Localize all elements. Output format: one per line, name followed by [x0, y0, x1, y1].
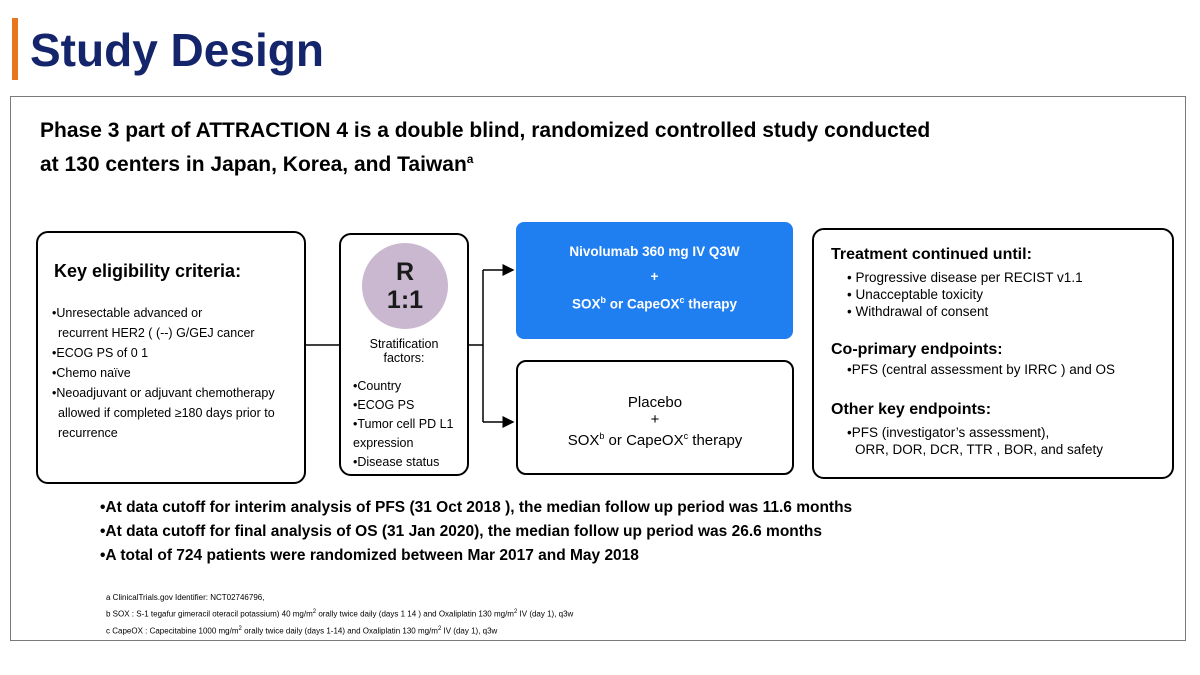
capeox-label: or CapeOX: [605, 296, 680, 312]
placebo-arm-therapy: SOXb or CapeOXc therapy: [518, 428, 792, 449]
placebo-arm-box: Placebo + SOXb or CapeOXc therapy: [516, 360, 794, 475]
eligibility-item: •Unresectable advanced or: [52, 306, 203, 320]
stratification-title-line-2: factors:: [383, 351, 425, 365]
footnotes: a ClinicalTrials.gov Identifier: NCT0274…: [106, 590, 573, 638]
capeox-footnote-mark: c: [679, 295, 685, 305]
coprimary-endpoint-item: •PFS (central assessment by IRRC ) and O…: [847, 362, 1116, 377]
coprimary-endpoints-heading: Co-primary endpoints:: [831, 341, 1003, 358]
eligibility-item: •Neoadjuvant or adjuvant chemotherapy: [52, 386, 275, 400]
footnote-b-text: b SOX : S-1 tegafur gimeracil oteracil p…: [106, 609, 313, 619]
other-endpoint-item: ORR, DOR, DCR, TTR , BOR, and safety: [855, 442, 1104, 457]
treatment-item: • Withdrawal of consent: [847, 304, 989, 319]
therapy-label: therapy: [684, 296, 738, 312]
eligibility-item: recurrence: [58, 426, 118, 440]
treatment-continued-heading: Treatment continued until:: [831, 246, 1032, 263]
footnote-c-text: orally twice daily (days 1-14) and Oxali…: [241, 626, 438, 636]
stratification-title-line-1: Stratification: [369, 337, 439, 351]
eligibility-item: •Chemo naïve: [52, 366, 131, 380]
nivolumab-arm-line: Nivolumab 360 mg IV Q3W: [569, 244, 740, 259]
footnote-c-text: c CapeOX : Capecitabine 1000 mg/m: [106, 626, 239, 636]
stratification-factor: •Tumor cell PD L1: [353, 417, 454, 431]
subtitle-line-2-text: at 130 centers in Japan, Korea, and Taiw…: [40, 153, 467, 176]
stratification-factor: •ECOG PS: [353, 398, 415, 412]
eligibility-item: allowed if completed ≥180 days prior to: [58, 406, 275, 420]
footnote-squared: 2: [513, 609, 518, 615]
outcomes-box: Treatment continued until: • Progressive…: [812, 228, 1174, 479]
stratification-factor: expression: [353, 436, 414, 450]
footnote-c-text: IV (day 1), q3w: [441, 626, 498, 636]
footnote-a: a ClinicalTrials.gov Identifier: NCT0274…: [106, 593, 265, 602]
capeox-footnote-mark: c: [683, 431, 689, 441]
stratification-factors: •Country •ECOG PS •Tumor cell PD L1 expr…: [353, 377, 453, 472]
study-note: •At data cutoff for interim analysis of …: [100, 499, 853, 516]
nivolumab-arm-box: Nivolumab 360 mg IV Q3W + SOXb or CapeOX…: [516, 222, 793, 339]
treatment-item: • Progressive disease per RECIST v1.1: [847, 270, 1083, 285]
title-accent-bar: [12, 18, 18, 80]
placebo-arm-plus: +: [650, 411, 660, 428]
eligibility-item: recurrent HER2 ( (--) G/GEJ cancer: [58, 326, 255, 340]
therapy-label: therapy: [688, 432, 743, 449]
stratification-factor: •Disease status: [353, 455, 440, 469]
eligibility-item: •ECOG PS of 0 1: [52, 346, 149, 360]
eligibility-list: •Unresectable advanced or recurrent HER2…: [52, 303, 275, 443]
randomization-r: R: [395, 258, 415, 286]
content-frame: [10, 96, 1186, 641]
study-note: •At data cutoff for final analysis of OS…: [100, 523, 823, 540]
footnote-squared: 2: [437, 625, 442, 632]
stratification-factor: •Country: [353, 379, 402, 393]
study-notes: •At data cutoff for interim analysis of …: [100, 496, 852, 568]
randomization-box: R 1:1 Stratification factors: •Country •…: [339, 233, 469, 476]
subtitle-line-2: at 130 centers in Japan, Korea, and Taiw…: [40, 145, 1160, 179]
subtitle-line-1: Phase 3 part of ATTRACTION 4 is a double…: [40, 119, 931, 142]
randomization-circle: R 1:1: [362, 243, 448, 329]
sox-label: SOX: [567, 432, 600, 449]
sox-label: SOX: [571, 296, 601, 312]
footnote-b: b SOX : S-1 tegafur gimeracil oteracil p…: [106, 605, 573, 622]
randomization-ratio: 1:1: [386, 286, 424, 314]
page-title: Study Design: [30, 24, 324, 76]
sox-footnote-mark: b: [599, 431, 605, 441]
footnote-b-text: IV (day 1), q3w: [517, 609, 574, 619]
placebo-arm-content: Placebo + SOXb or CapeOXc therapy: [518, 394, 792, 449]
study-subtitle: Phase 3 part of ATTRACTION 4 is a double…: [40, 116, 1160, 179]
treatment-item: • Unacceptable toxicity: [847, 287, 984, 302]
footnote-b-text: orally twice daily (days 1 14 ) and Oxal…: [316, 609, 514, 619]
footnote-squared: 2: [312, 609, 317, 615]
footnote-c: c CapeOX : Capecitabine 1000 mg/m2 orall…: [106, 622, 573, 639]
nivolumab-arm-plus: +: [650, 269, 659, 284]
subtitle-footnote-mark: a: [466, 152, 474, 166]
other-endpoints-heading: Other key endpoints:: [831, 401, 992, 418]
capeox-label: or CapeOX: [604, 432, 684, 449]
footnote-squared: 2: [238, 625, 242, 632]
other-endpoint-item: •PFS (investigator’s assessment),: [847, 425, 1050, 440]
eligibility-heading: Key eligibility criteria:: [54, 261, 242, 281]
study-note: •A total of 724 patients were randomized…: [100, 547, 639, 564]
placebo-label: Placebo: [627, 394, 683, 411]
sox-footnote-mark: b: [600, 295, 606, 305]
stratification-title: Stratification factors:: [341, 337, 467, 365]
nivolumab-arm-therapy: SOXb or CapeOXc therapy: [516, 295, 793, 312]
eligibility-box: Key eligibility criteria: •Unresectable …: [36, 231, 306, 484]
